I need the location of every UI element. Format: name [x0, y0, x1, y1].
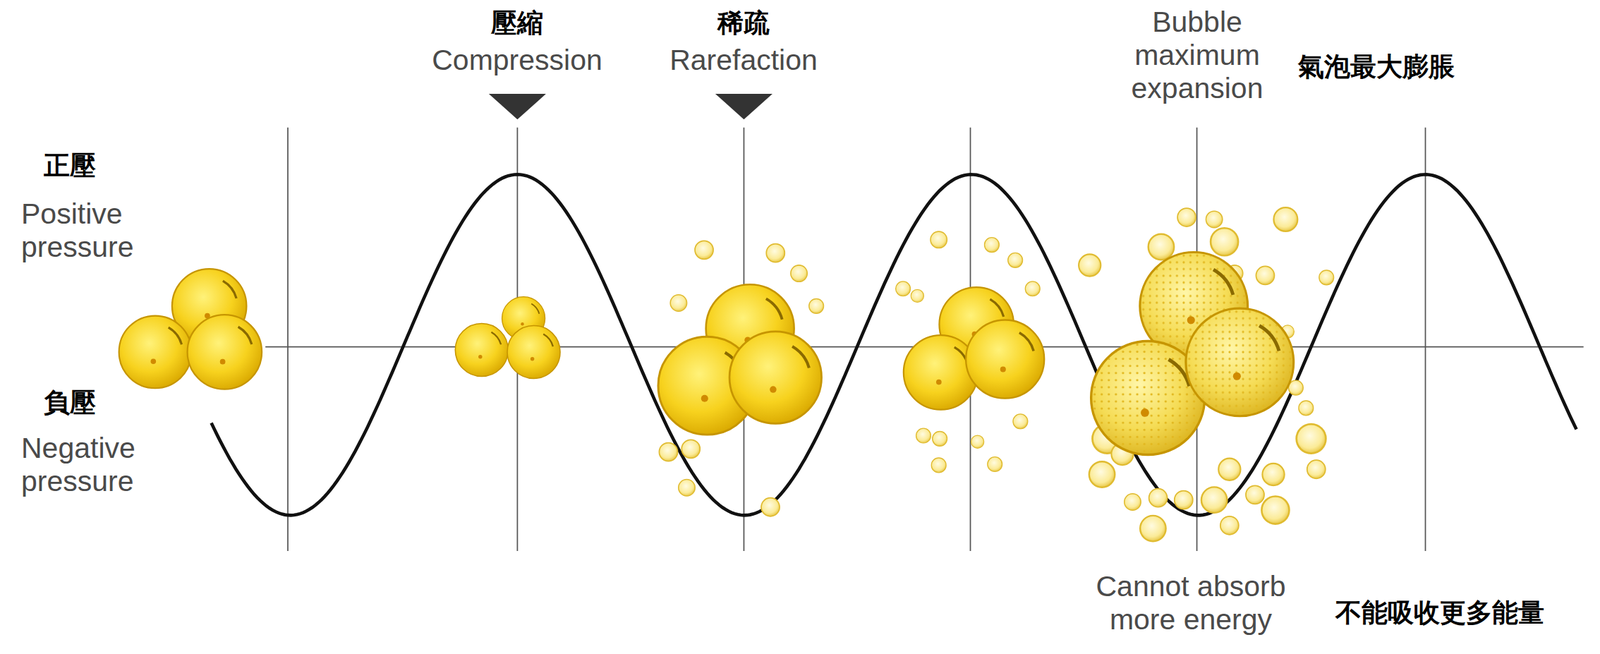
- chinese-heading: 氣泡最大膨脹: [1298, 50, 1510, 82]
- bubble: [187, 314, 263, 390]
- bubble: [1210, 227, 1239, 256]
- marker-triangle: [715, 93, 773, 120]
- bubble: [1220, 516, 1239, 535]
- english-heading: Compression: [397, 43, 638, 77]
- grid-lines: [265, 127, 1584, 551]
- bubble: [1201, 486, 1227, 513]
- bubble: [761, 498, 780, 517]
- bubble: [971, 435, 985, 448]
- axis-label: Positive pressure: [21, 197, 173, 264]
- bubble: [984, 237, 999, 253]
- english-heading: Bubble maximum expansion: [1108, 5, 1286, 106]
- bubble: [1255, 265, 1275, 285]
- bubble: [1319, 270, 1335, 286]
- grid-line: [287, 127, 289, 551]
- bubble: [910, 289, 924, 302]
- bubble: [809, 298, 824, 314]
- bubble: [1149, 488, 1168, 508]
- bubble: [895, 281, 911, 297]
- english-heading: Rarefaction: [623, 43, 864, 77]
- bubble: [694, 240, 714, 259]
- bubble: [1262, 463, 1284, 486]
- chinese-heading: 壓縮: [446, 7, 588, 39]
- note-text: 不能吸收更多能量: [1335, 596, 1576, 628]
- bubble: [1174, 491, 1193, 510]
- bubbles: [119, 207, 1335, 542]
- bubble: [1124, 493, 1141, 511]
- bubble: [1025, 281, 1040, 297]
- bubble: [1177, 208, 1196, 227]
- bubble: [1205, 210, 1222, 228]
- bubble: [1261, 496, 1289, 525]
- bubble: [1185, 308, 1294, 417]
- bubble: [658, 443, 678, 462]
- bubble: [507, 325, 561, 379]
- bubble: [987, 457, 1003, 472]
- bubble: [766, 244, 785, 263]
- marker-triangles: [488, 93, 773, 120]
- bubble: [1089, 461, 1115, 487]
- note-text: Cannot absorb more energy: [1074, 570, 1308, 637]
- bubble: [931, 457, 947, 473]
- grid-line: [1425, 127, 1427, 551]
- chinese-heading: 稀疏: [673, 7, 815, 39]
- bubble: [1078, 253, 1101, 276]
- bubble: [1008, 252, 1023, 268]
- bubble: [678, 479, 695, 496]
- bubble: [1245, 485, 1265, 504]
- bubble: [965, 320, 1045, 399]
- bubble: [681, 439, 700, 458]
- bubble: [1148, 234, 1174, 260]
- bubble: [1273, 207, 1298, 232]
- bubble: [1298, 400, 1314, 416]
- bubble: [930, 231, 947, 248]
- bubble: [1307, 459, 1326, 479]
- bubble: [455, 323, 508, 377]
- bubble: [729, 331, 822, 424]
- pressure-wave: [211, 174, 1577, 515]
- bubble: [790, 265, 808, 282]
- bubble: [1296, 423, 1327, 454]
- bubble: [119, 316, 192, 389]
- axis-label: Negative pressure: [21, 431, 173, 499]
- bubble: [932, 431, 948, 446]
- axis-label: 負壓: [43, 386, 157, 418]
- bubble: [916, 428, 932, 444]
- bubble: [1140, 515, 1166, 542]
- marker-triangle: [488, 93, 547, 120]
- bubble: [903, 335, 979, 410]
- bubble: [670, 294, 687, 312]
- bubble: [1218, 458, 1241, 481]
- axis-label: 正壓: [43, 149, 157, 181]
- bubble: [1013, 414, 1028, 429]
